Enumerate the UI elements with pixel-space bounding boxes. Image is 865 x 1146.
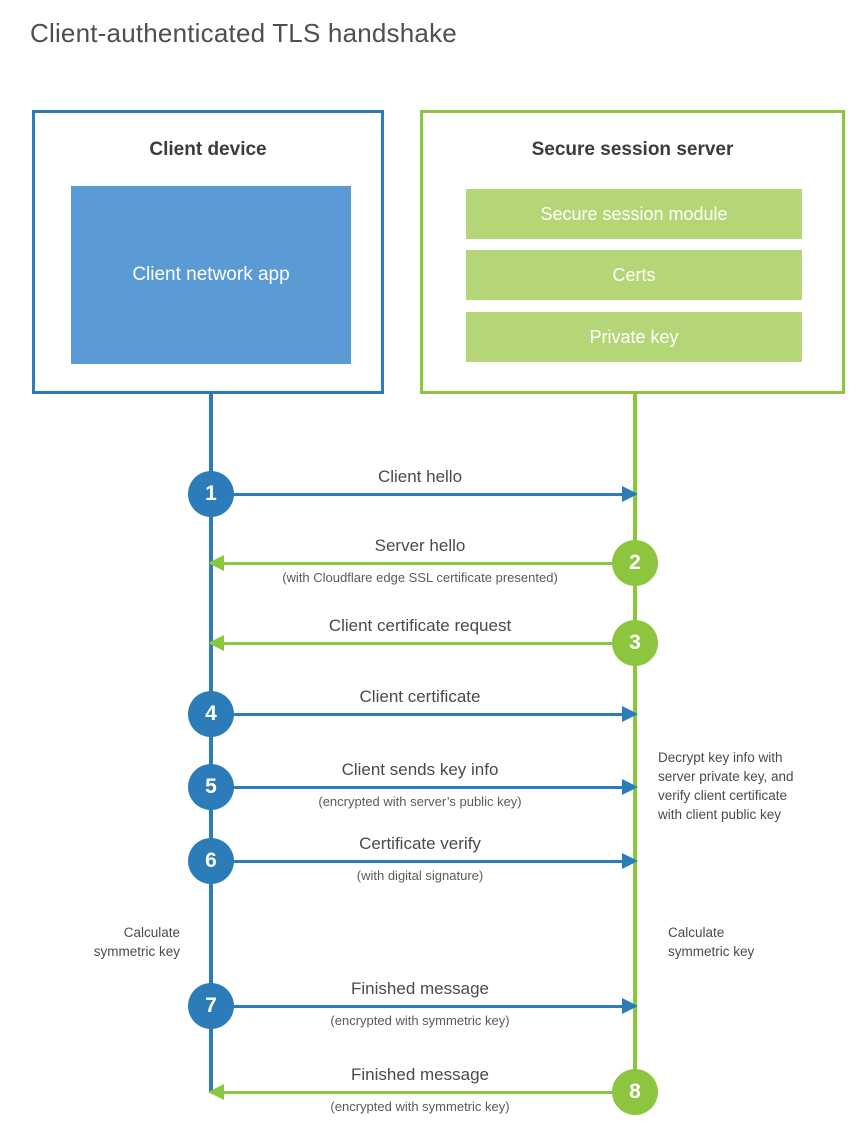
- server-lifeline: [633, 394, 637, 1092]
- message-arrow-line-5: [211, 786, 635, 789]
- server-component-secure-session-module: Secure session module: [466, 189, 802, 239]
- message-sublabel-2: (with Cloudflare edge SSL certificate pr…: [282, 570, 558, 585]
- step-badge-6: 6: [188, 838, 234, 884]
- arrow-head-icon: [208, 635, 224, 651]
- message-arrow-line-6: [211, 860, 635, 863]
- arrow-head-icon: [622, 486, 638, 502]
- arrow-head-icon: [208, 1084, 224, 1100]
- annotation-client-calculate-symmetric-key: Calculate symmetric key: [93, 925, 180, 960]
- step-badge-7: 7: [188, 983, 234, 1029]
- arrow-head-icon: [622, 706, 638, 722]
- message-label-2: Server hello: [374, 536, 466, 555]
- annotation-server-calculate-symmetric-key: Calculate symmetric key: [668, 925, 755, 960]
- step-badge-1: 1: [188, 471, 234, 517]
- step-badge-8: 8: [612, 1069, 658, 1115]
- message-sublabel-8: (encrypted with symmetric key): [330, 1099, 510, 1114]
- page-title: Client-authenticated TLS handshake: [30, 18, 457, 48]
- message-sublabel-6: (with digital signature): [356, 868, 484, 883]
- step-badge-5: 5: [188, 764, 234, 810]
- step-badge-3: 3: [612, 620, 658, 666]
- message-arrow-line-1: [211, 493, 635, 496]
- arrow-head-icon: [208, 555, 224, 571]
- server-component-private-key: Private key: [466, 312, 802, 362]
- arrow-head-icon: [622, 998, 638, 1014]
- message-label-6: Certificate verify: [359, 834, 481, 853]
- message-label-3: Client certificate request: [328, 616, 512, 635]
- arrow-head-icon: [622, 853, 638, 869]
- message-sublabel-5: (encrypted with server’s public key): [318, 794, 522, 809]
- message-label-1: Client hello: [377, 467, 463, 486]
- message-label-7: Finished message: [351, 979, 489, 998]
- message-label-4: Client certificate: [359, 687, 481, 706]
- server-component-certs: Certs: [466, 250, 802, 300]
- message-sublabel-7: (encrypted with symmetric key): [330, 1013, 510, 1028]
- message-arrow-line-2: [211, 562, 635, 565]
- client-network-app-block: Client network app: [71, 186, 351, 364]
- secure-session-server-heading: Secure session server: [531, 139, 734, 160]
- step-badge-4: 4: [188, 691, 234, 737]
- arrow-head-icon: [622, 779, 638, 795]
- message-label-8: Finished message: [351, 1065, 489, 1084]
- annotation-server-decrypt: Decrypt key info with server private key…: [658, 750, 794, 823]
- client-device-box: Client device Client network app: [32, 110, 384, 394]
- secure-session-server-box: Secure session server Secure session mod…: [420, 110, 845, 394]
- step-badge-2: 2: [612, 540, 658, 586]
- message-arrow-line-3: [211, 642, 635, 645]
- message-arrow-line-4: [211, 713, 635, 716]
- message-arrow-line-7: [211, 1005, 635, 1008]
- message-label-5: Client sends key info: [341, 760, 499, 779]
- client-lifeline: [209, 394, 213, 1092]
- message-arrow-line-8: [211, 1091, 635, 1094]
- client-device-heading: Client device: [149, 139, 267, 160]
